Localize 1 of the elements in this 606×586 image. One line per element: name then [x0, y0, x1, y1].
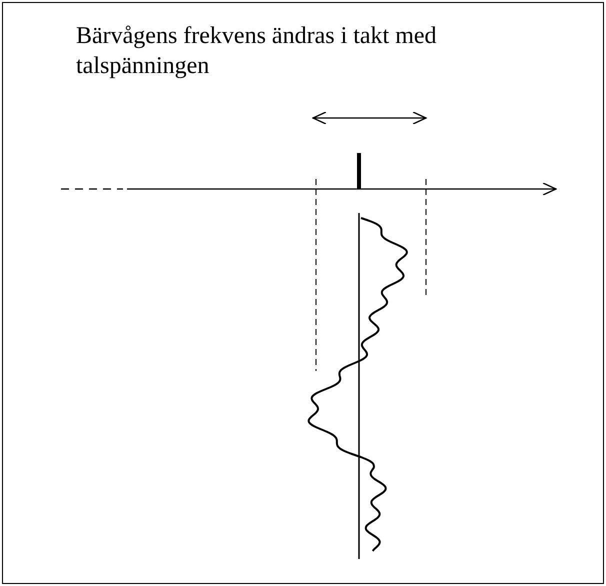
heading: Bärvågens frekvens ändras i takt med talspänningen: [76, 22, 438, 81]
